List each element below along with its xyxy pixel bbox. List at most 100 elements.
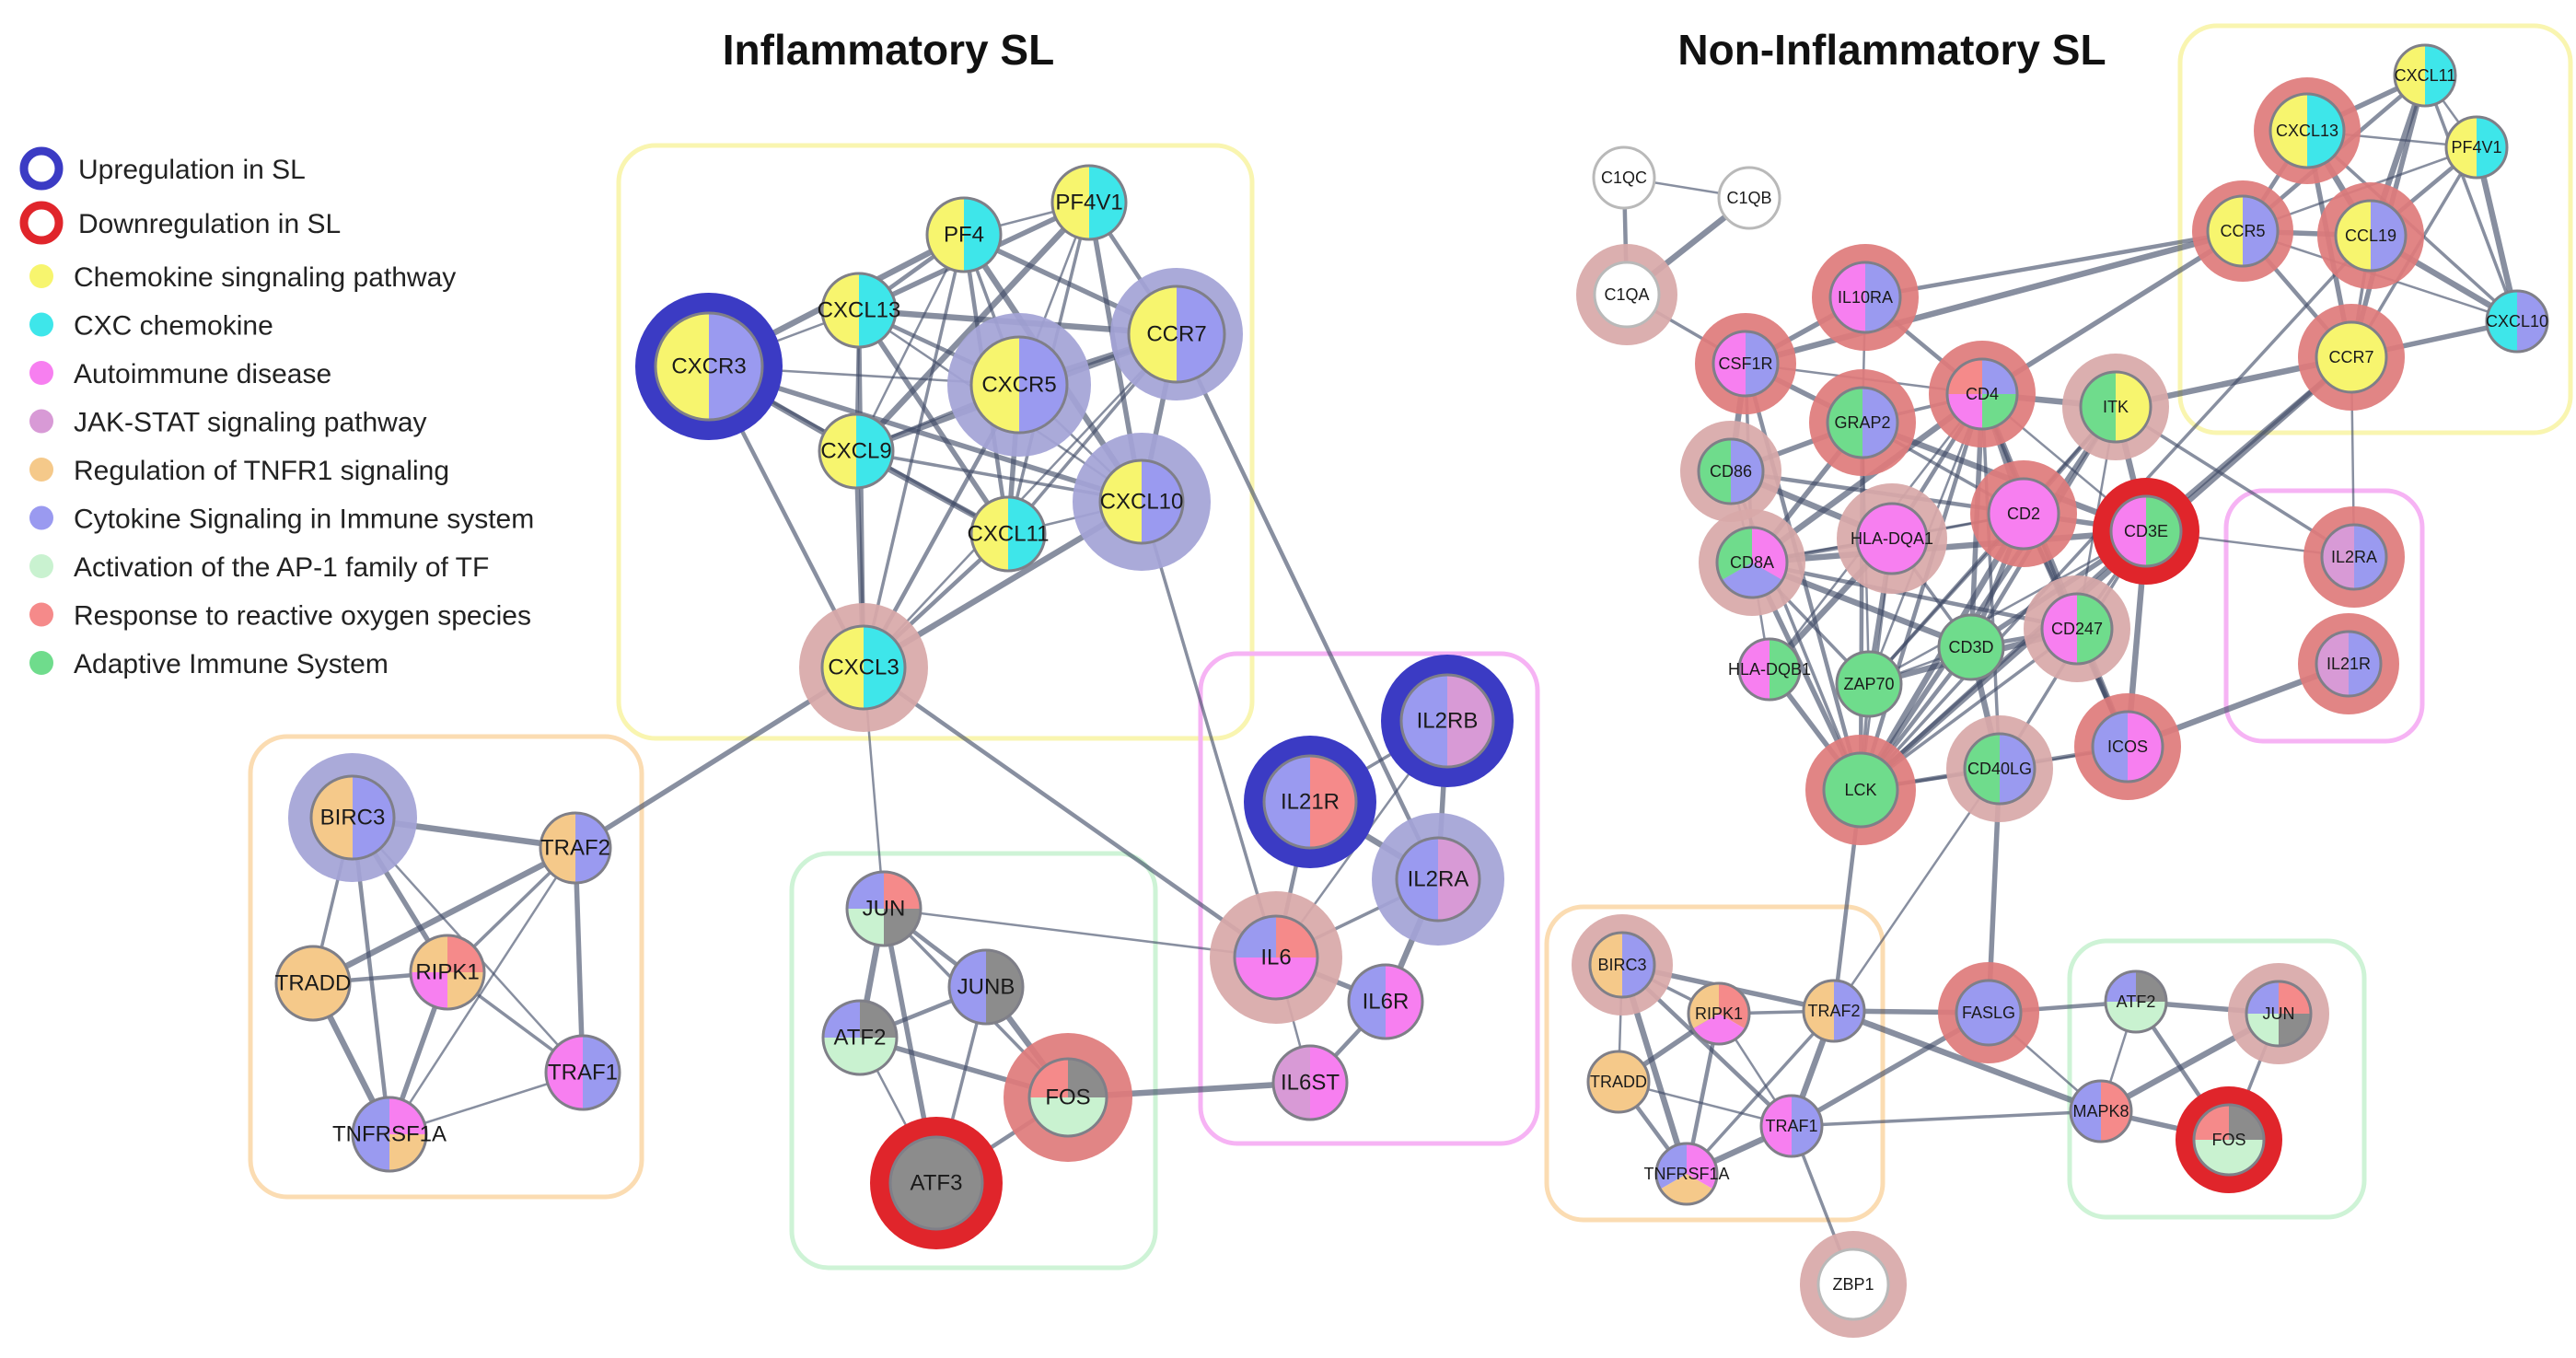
node-left-tnfrsf1a[interactable]: TNFRSF1A	[332, 1096, 447, 1173]
node-right-cd86[interactable]: CD86	[1697, 437, 1765, 505]
node-right-il10ra[interactable]: IL10RA	[1828, 261, 1902, 334]
node-right-csf1r[interactable]: CSF1R	[1712, 330, 1780, 398]
node-label: PF4	[944, 223, 984, 248]
node-left-cxcl10[interactable]: CXCL10	[1098, 458, 1185, 545]
legend-label: Activation of the AP-1 family of TF	[74, 552, 489, 583]
node-left-traf2[interactable]: TRAF2	[539, 811, 612, 885]
node-right-traf2[interactable]: TRAF2	[1802, 979, 1866, 1043]
node-left-pf4[interactable]: PF4	[925, 196, 1003, 273]
node-right-atf2[interactable]: ATF2	[2104, 969, 2168, 1034]
node-left-pf4v1[interactable]: PF4V1	[1050, 164, 1128, 241]
node-sector	[1713, 331, 1746, 396]
node-left-junb[interactable]: JUNB	[947, 948, 1025, 1026]
node-ring	[2040, 592, 2114, 666]
node-right-il21r[interactable]: IL21R	[2315, 630, 2383, 698]
node-right-cd2[interactable]: CD2	[1987, 477, 2060, 551]
node-right-tradd[interactable]: TRADD	[1586, 1050, 1651, 1114]
cluster-frame	[789, 851, 1158, 1271]
node-right-cxcl13[interactable]: CXCL13	[2269, 92, 2346, 169]
node-right-icos[interactable]: ICOS	[2091, 710, 2164, 783]
node-right-jun[interactable]: JUN	[2245, 980, 2313, 1048]
cluster-frame	[1544, 904, 1886, 1223]
node-sector	[2270, 94, 2307, 168]
node-left-jun[interactable]: JUN	[845, 870, 922, 947]
network-edge	[706, 364, 1144, 505]
node-left-cxcl11[interactable]: CXCL11	[968, 495, 1050, 573]
node-right-grap2[interactable]: GRAP2	[1826, 386, 1899, 459]
node-right-pf4v1[interactable]: PF4V1	[2444, 115, 2509, 180]
node-left-il6st[interactable]: IL6ST	[1271, 1044, 1349, 1121]
node-left-il6[interactable]: IL6	[1233, 914, 1319, 1001]
node-sector	[856, 414, 893, 488]
node-right-cd40lg[interactable]: CD40LG	[1963, 732, 2036, 806]
node-right-faslg[interactable]: FASLG	[1955, 979, 2023, 1047]
node-right-ccr5[interactable]: CCR5	[2206, 194, 2280, 268]
node-left-ccr7[interactable]: CCR7	[1127, 284, 1226, 384]
node-right-tnfrsf1a[interactable]: TNFRSF1A	[1643, 1142, 1730, 1206]
node-right-traf1[interactable]: TRAF1	[1759, 1094, 1824, 1158]
node-sector	[2101, 1081, 2131, 1142]
node-right-ripk1[interactable]: RIPK1	[1687, 981, 1751, 1046]
node-ring	[818, 412, 895, 490]
node-label: CD3D	[1948, 638, 1993, 656]
node-left-il2ra[interactable]: IL2RA	[1395, 836, 1481, 923]
node-right-itk[interactable]: ITK	[2079, 370, 2152, 444]
node-right-lck[interactable]: LCK	[1822, 751, 1899, 829]
node-sector	[389, 1097, 426, 1134]
node-sector	[860, 1001, 897, 1038]
node-ring	[544, 1034, 621, 1111]
node-left-cxcr5[interactable]: CXCR5	[969, 335, 1069, 435]
node-left-cxcl13[interactable]: CXCL13	[818, 272, 901, 349]
network-edge	[1742, 227, 2246, 367]
node-sector	[1731, 439, 1763, 504]
node-right-cd4[interactable]: CD4	[1945, 357, 2019, 431]
node-left-traf1[interactable]: TRAF1	[544, 1034, 621, 1111]
node-right-hla-dqa1[interactable]: HLA-DQA1	[1851, 502, 1933, 575]
node-left-il21r[interactable]: IL21R	[1262, 754, 1358, 850]
node-left-cxcl3[interactable]: CXCL3	[820, 624, 907, 711]
node-right-cd3e[interactable]: CD3E	[2109, 494, 2183, 568]
node-sector	[1965, 734, 2000, 804]
node-right-cd3d[interactable]: CD3D	[1937, 613, 2005, 681]
node-right-ccl19[interactable]: CCL19	[2334, 199, 2408, 273]
downregulation-ring-icon	[19, 201, 64, 245]
node-left-birc3[interactable]: BIRC3	[309, 774, 396, 861]
node-right-birc3[interactable]: BIRC3	[1588, 931, 1656, 999]
node-fill	[1824, 753, 1897, 827]
node-left-ripk1[interactable]: RIPK1	[409, 934, 486, 1011]
node-right-cd247[interactable]: CD247	[2040, 592, 2114, 666]
node-left-atf2[interactable]: ATF2	[821, 999, 899, 1076]
node-right-fos[interactable]: FOS	[2192, 1103, 2266, 1177]
node-right-hla-dqb1[interactable]: HLA-DQB1	[1728, 637, 1811, 702]
node-left-fos[interactable]: FOS	[1027, 1057, 1108, 1138]
node-left-cxcl9[interactable]: CXCL9	[818, 412, 895, 490]
node-label: C1QC	[1601, 168, 1647, 187]
upregulation-ring-icon	[19, 146, 64, 191]
node-left-il2rb[interactable]: IL2RB	[1399, 673, 1495, 769]
node-ring	[2444, 115, 2509, 180]
node-left-tradd[interactable]: TRADD	[274, 945, 352, 1022]
node-right-c1qc[interactable]: C1QC	[1592, 145, 1656, 210]
node-label: CXCL11	[2395, 66, 2456, 85]
node-right-c1qa[interactable]: C1QA	[1593, 261, 1661, 329]
node-right-cxcl10[interactable]: CXCL10	[2485, 289, 2549, 354]
node-right-cxcl11[interactable]: CXCL11	[2393, 43, 2457, 108]
node-label: IL21R	[2327, 655, 2371, 673]
node-ring	[2091, 710, 2164, 783]
node-right-zbp1[interactable]: ZBP1	[1816, 1248, 1890, 1321]
node-sector	[389, 1134, 426, 1171]
node-right-ccr7[interactable]: CCR7	[2315, 320, 2388, 394]
node-left-atf3[interactable]: ATF3	[888, 1135, 984, 1231]
node-right-c1qb[interactable]: C1QB	[1717, 166, 1781, 230]
node-right-cd8a[interactable]: CD8A	[1715, 526, 1789, 599]
node-label: CXCL13	[2276, 122, 2338, 140]
node-left-il6r[interactable]: IL6R	[1347, 963, 1424, 1040]
node-right-zap70[interactable]: ZAP70	[1835, 650, 1903, 718]
network-edge	[388, 846, 577, 1136]
node-right-mapk8[interactable]: MAPK8	[2069, 1079, 2133, 1143]
legend-swatch-icon	[29, 458, 53, 482]
node-right-il2ra[interactable]: IL2RA	[2320, 523, 2388, 591]
node-left-cxcr3[interactable]: CXCR3	[654, 311, 764, 422]
legend-label: Response to reactive oxygen species	[74, 601, 531, 632]
